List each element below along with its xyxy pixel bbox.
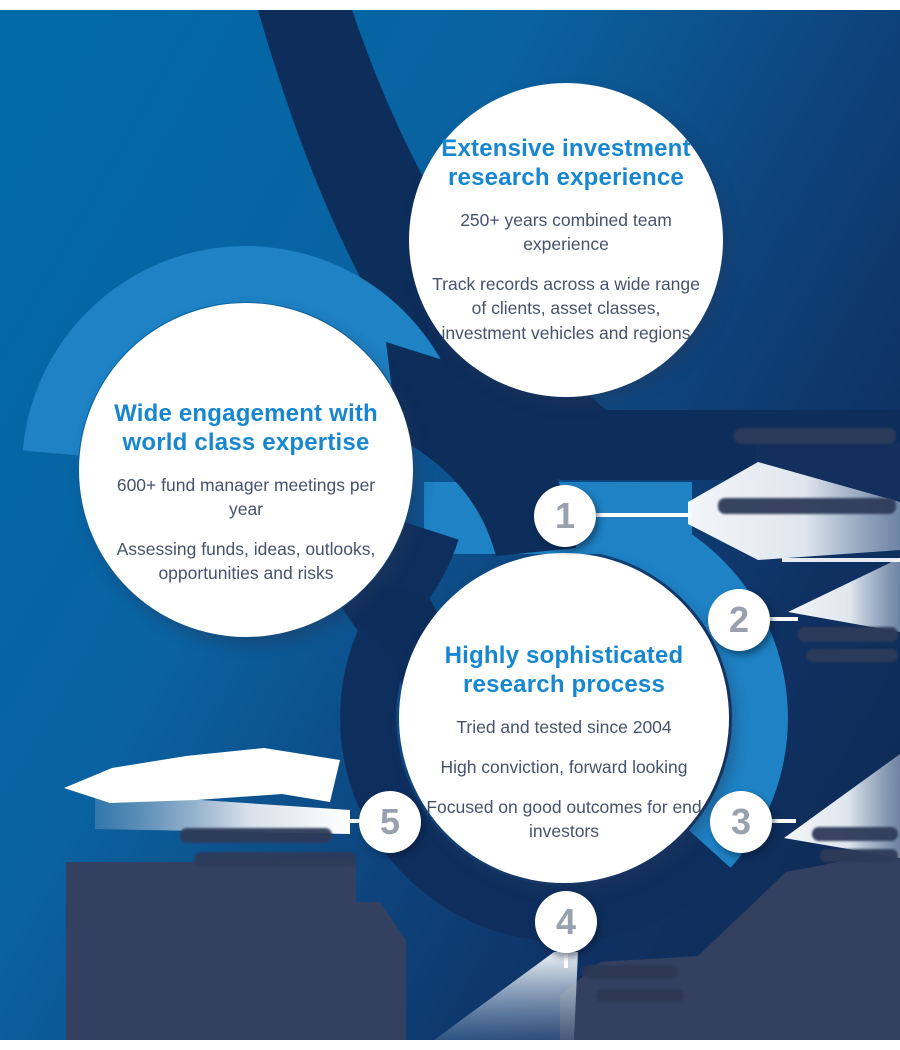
step3-label-smudge bbox=[812, 827, 898, 841]
circle-title: Wide engagement with world class experti… bbox=[114, 400, 378, 456]
light-ribbon-left-circle bbox=[22, 246, 449, 456]
step4-label-smudge bbox=[582, 965, 678, 979]
step-number: 3 bbox=[730, 801, 752, 842]
circle-title: Extensive investment research experience bbox=[441, 135, 691, 191]
navy-arrow-to-top-circle bbox=[386, 342, 576, 556]
step5-label-smudge bbox=[180, 828, 332, 843]
step4-label-smudge bbox=[596, 989, 684, 1002]
step-badge-2: 2 bbox=[708, 589, 770, 651]
step-badge-1: 1 bbox=[534, 485, 596, 547]
info-circle-wide-engagement: Wide engagement with world class experti… bbox=[79, 303, 413, 637]
step2-label-smudge bbox=[806, 649, 898, 662]
navy-ribbon-center-circle bbox=[340, 623, 731, 942]
step1-label-smudge bbox=[734, 428, 896, 444]
info-circle-research-process: Highly sophisticated research process Tr… bbox=[399, 553, 729, 883]
step-badge-5: 5 bbox=[359, 791, 421, 853]
circle-point: Track records across a wide range of cli… bbox=[432, 274, 700, 343]
circle-point: High conviction, forward looking bbox=[440, 757, 688, 778]
connector-step4 bbox=[564, 950, 568, 968]
step-badge-4: 4 bbox=[535, 891, 597, 953]
circle-point: Focused on good outcomes for end investo… bbox=[426, 797, 702, 842]
diagram-canvas: Extensive investment research experience… bbox=[0, 10, 900, 1040]
white-splash-step5 bbox=[64, 748, 340, 803]
connector-step3 bbox=[770, 819, 796, 823]
circle-point: 250+ years combined team experience bbox=[460, 209, 672, 255]
step-number: 1 bbox=[554, 495, 576, 536]
silver-band-step5 bbox=[95, 793, 350, 834]
step1-label-smudge bbox=[718, 498, 896, 514]
step3-label-smudge bbox=[820, 849, 898, 862]
silver-beam-step4 bbox=[434, 952, 578, 1040]
slate-block-left bbox=[66, 862, 406, 1040]
step5-label-smudge bbox=[194, 852, 356, 867]
info-circle-research-experience: Extensive investment research experience… bbox=[409, 83, 723, 397]
step2-label-smudge bbox=[798, 627, 898, 642]
circle-point: Assessing funds, ideas, outlooks, opport… bbox=[116, 539, 376, 584]
connector-step5 bbox=[342, 819, 360, 823]
white-divider-line bbox=[782, 558, 900, 562]
connector-step2 bbox=[768, 617, 798, 621]
circle-point: Tried and tested since 2004 bbox=[456, 717, 672, 738]
connector-step1 bbox=[596, 513, 692, 517]
step-number: 2 bbox=[728, 599, 750, 640]
circle-point: 600+ fund manager meetings per year bbox=[116, 475, 376, 520]
step-number: 4 bbox=[555, 901, 577, 942]
circle-title: Highly sophisticated research process bbox=[444, 642, 684, 698]
step-number: 5 bbox=[379, 801, 401, 842]
step-badge-3: 3 bbox=[710, 791, 772, 853]
silver-wedge-step2 bbox=[788, 558, 900, 632]
